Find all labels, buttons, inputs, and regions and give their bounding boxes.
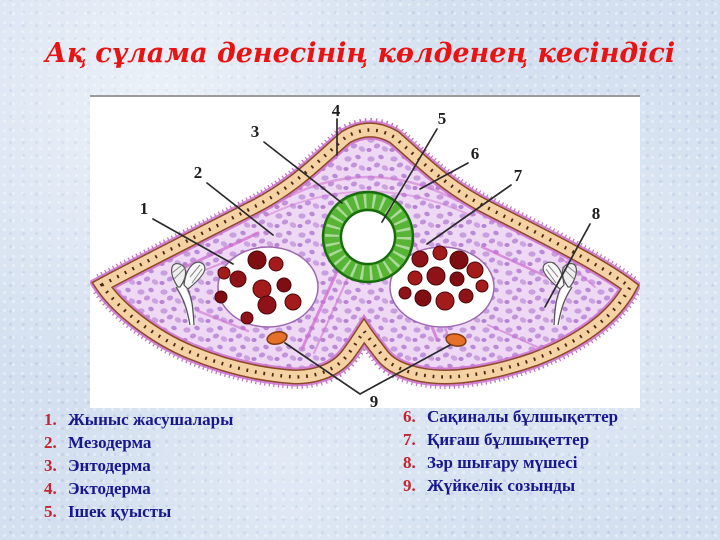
leader-line-1 <box>152 218 234 265</box>
gut-ring <box>321 190 415 284</box>
figure-numbers: 1 2 3 4 5 6 7 8 9 <box>140 101 601 408</box>
legend-item-4: 4. Эктодерма <box>44 477 233 500</box>
leader-line-6 <box>419 162 469 190</box>
sex-cells-right <box>389 245 495 328</box>
legend-number: 3. <box>44 456 57 475</box>
nerve-cord-right <box>445 333 467 347</box>
legend-item-5: 5. Ішек қуысты <box>44 500 233 523</box>
figure-label-5: 5 <box>438 109 447 128</box>
leader-line-7 <box>426 184 512 245</box>
leader-line-3 <box>263 141 343 204</box>
figure-label-6: 6 <box>471 144 480 163</box>
legend-label: Жыныс жасушалары <box>68 410 234 429</box>
legend-number: 6. <box>403 407 416 426</box>
nerve-cords <box>266 331 467 347</box>
legend-item-1: 1. Жыныс жасушалары <box>44 408 233 431</box>
slide-title: Ақ сұлама денесінің көлденең кесіндісі <box>44 38 676 69</box>
leader-lines <box>152 118 591 395</box>
leader-line-8 <box>544 223 591 308</box>
figure-panel: 1 2 3 4 5 6 7 8 9 <box>90 95 640 408</box>
leader-line-9 <box>284 342 451 395</box>
legend-label: Жүйкелік созынды <box>427 476 576 495</box>
legend-label: Мезодерма <box>68 433 152 452</box>
sex-cells-left <box>214 246 319 328</box>
legend-item-7: 7. Қиғаш бұлшықеттер <box>403 428 618 451</box>
figure-label-4: 4 <box>332 101 341 120</box>
leader-line-5 <box>381 128 438 223</box>
legend-label: Эктодерма <box>68 479 151 498</box>
legend-label: Ішек қуысты <box>68 502 172 521</box>
legend-item-8: 8. Зәр шығару мүшесі <box>403 451 618 474</box>
legend-item-9: 9. Жүйкелік созынды <box>403 474 618 497</box>
excretory-organ-left <box>171 261 206 326</box>
planaria-cross-section-diagram: 1 2 3 4 5 6 7 8 9 <box>90 101 640 408</box>
figure-label-8: 8 <box>592 204 601 223</box>
figure-label-9: 9 <box>370 392 379 408</box>
legend-left-column: 1. Жыныс жасушалары 2. Мезодерма 3. Энто… <box>44 408 233 523</box>
legend-label: Зәр шығару мүшесі <box>427 453 578 472</box>
legend-item-3: 3. Энтодерма <box>44 454 233 477</box>
legend-label: Қиғаш бұлшықеттер <box>427 430 590 449</box>
legend-number: 4. <box>44 479 57 498</box>
legend-label: Энтодерма <box>68 456 151 475</box>
legend-number: 5. <box>44 502 57 521</box>
figure-label-3: 3 <box>251 122 260 141</box>
legend-number: 8. <box>403 453 416 472</box>
figure-label-1: 1 <box>140 199 149 218</box>
nerve-cord-left <box>266 331 288 345</box>
legend-label: Сақиналы бұлшықеттер <box>427 407 619 426</box>
figure-label-7: 7 <box>514 166 523 185</box>
legend-number: 2. <box>44 433 57 452</box>
legend-number: 9. <box>403 476 416 495</box>
legend-number: 7. <box>403 430 416 449</box>
gut-lumen <box>341 210 395 264</box>
leader-line-2 <box>206 182 274 236</box>
legend-right-column: 6. Сақиналы бұлшықеттер 7. Қиғаш бұлшықе… <box>403 405 618 497</box>
legend-item-6: 6. Сақиналы бұлшықеттер <box>403 405 618 428</box>
legend-item-2: 2. Мезодерма <box>44 431 233 454</box>
figure-label-2: 2 <box>194 163 203 182</box>
muscle-fibers <box>177 175 596 354</box>
legend-number: 1. <box>44 410 57 429</box>
